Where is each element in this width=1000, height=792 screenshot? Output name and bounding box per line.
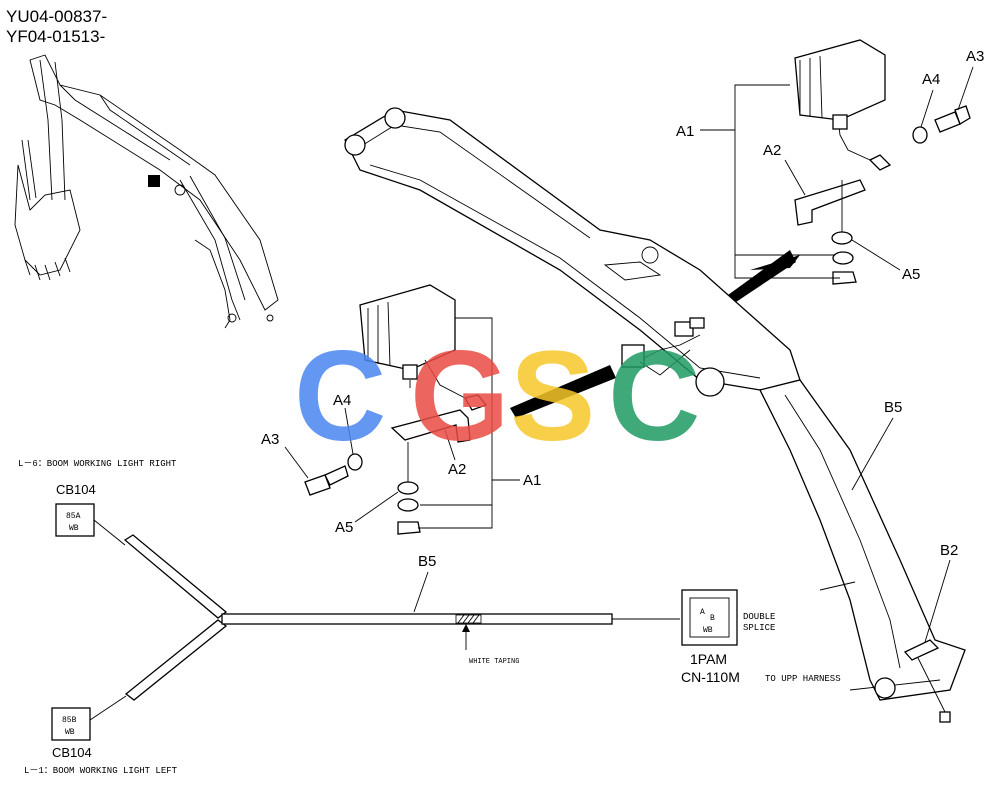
light-left-label: L－1：BOOM WORKING LIGHT LEFT (24, 766, 178, 776)
callout-b2-boom: B2 (940, 542, 958, 559)
callout-a3-right: A3 (966, 48, 984, 65)
watermark-letter-g: G (410, 325, 510, 468)
serial-line-2: YF04-01513- (6, 27, 105, 46)
overview-arm-illustration (14, 54, 279, 329)
callout-a4-right: A4 (922, 71, 940, 88)
connector-pin-2: B (710, 614, 715, 623)
to-harness-label: TO UPP HARNESS (765, 674, 841, 684)
callout-a3-left: A3 (261, 431, 279, 448)
connector-1pam (681, 589, 738, 646)
callout-a1-left: A1 (523, 472, 541, 489)
watermark-letter-c1: C (294, 325, 386, 468)
callout-a4-left: A4 (333, 392, 351, 409)
callout-a5-left: A5 (335, 519, 353, 536)
cb-bottom-label: CB104 (52, 745, 92, 760)
cb-top-terminal-1: 85A (66, 512, 81, 521)
callout-a1-right: A1 (676, 123, 694, 140)
boom-assembly (344, 107, 966, 723)
harness-b5-label: B5 (418, 553, 436, 570)
connector-code: CN-110M (681, 669, 740, 685)
work-light-left-assembly (284, 284, 691, 535)
wiring-harness: L－6：BOOM WORKING LIGHT RIGHT CB104 85A W… (18, 459, 841, 776)
cb-top-label: CB104 (56, 482, 96, 497)
watermark-letter-c2: C (608, 325, 700, 468)
callout-a2-right: A2 (763, 142, 781, 159)
light-right-label: L－6：BOOM WORKING LIGHT RIGHT (18, 459, 177, 469)
cb-top-terminal (55, 503, 95, 537)
splice-line-2: SPLICE (743, 623, 775, 633)
callout-b5-boom: B5 (884, 399, 902, 416)
cb-bottom-terminal-2: WB (65, 728, 75, 737)
connector-id: 1PAM (690, 651, 727, 667)
cb-top-terminal-2: WB (69, 524, 79, 533)
splice-line-1: DOUBLE (743, 612, 775, 622)
watermark-letter-s: S (510, 325, 595, 468)
watermark-logo: C G S C (294, 325, 700, 468)
connector-color: WB (703, 626, 713, 635)
white-taping-label: WHITE TAPING (469, 658, 519, 666)
connector-pin-1: A (700, 608, 705, 617)
callout-a2-left: A2 (448, 461, 466, 478)
serial-line-1: YU04-00837- (6, 7, 107, 26)
cb-bottom-terminal (51, 707, 91, 741)
work-light-right-assembly (700, 39, 974, 302)
cb-bottom-terminal-1: 85B (62, 716, 77, 725)
callout-a5-right: A5 (902, 266, 920, 283)
